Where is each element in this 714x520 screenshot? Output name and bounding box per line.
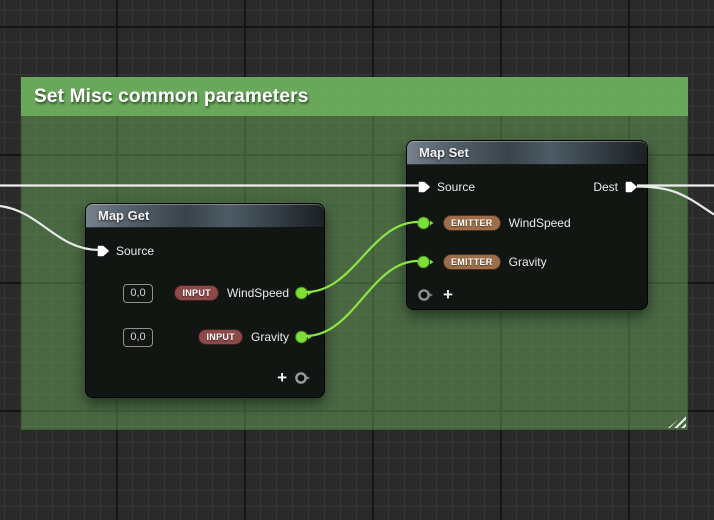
param-pin-icon[interactable]	[295, 286, 312, 300]
map-get-gravity-row: 0,0 INPUT Gravity	[86, 325, 324, 349]
param-pin-icon[interactable]	[417, 216, 434, 230]
comment-title: Set Misc common parameters	[34, 85, 309, 107]
param-pin-label: WindSpeed	[508, 216, 571, 230]
node-map-set-title: Map Set	[419, 145, 469, 160]
exec-pin-icon[interactable]	[624, 180, 638, 194]
param-pin-icon[interactable]	[295, 330, 312, 344]
param-pin-label: WindSpeed	[226, 286, 289, 300]
exec-wire-dest-branch[interactable]	[636, 185, 714, 216]
default-value-input[interactable]: 0,0	[123, 327, 153, 347]
map-get-gravity-group: INPUT Gravity	[198, 329, 312, 345]
exec-pin-icon[interactable]	[417, 180, 431, 194]
map-set-gravity-row: EMITTER Gravity	[407, 250, 647, 274]
param-wire-windspeed[interactable]	[305, 220, 419, 294]
exec-pin-icon[interactable]	[96, 244, 110, 258]
dest-pin-label: Dest	[593, 180, 618, 194]
map-get-windspeed-row: 0,0 INPUT WindSpeed	[86, 281, 324, 305]
map-get-windspeed-group: INPUT WindSpeed	[174, 285, 312, 301]
map-set-windspeed-row: EMITTER WindSpeed	[407, 211, 647, 235]
param-wire-gravity[interactable]	[305, 259, 419, 338]
node-map-set[interactable]: Map Set Source Dest EMITTER WindSpeed EM…	[406, 140, 648, 310]
add-pin-button[interactable]: +	[277, 368, 287, 387]
hidden-pin-icon[interactable]	[294, 371, 311, 385]
input-namespace-badge: INPUT	[198, 329, 243, 345]
emitter-namespace-badge: EMITTER	[443, 215, 501, 231]
node-map-get-title: Map Get	[98, 208, 150, 223]
node-map-set-header[interactable]: Map Set	[407, 141, 647, 165]
map-get-source-row: Source	[86, 239, 324, 263]
add-pin-button[interactable]: +	[443, 285, 453, 304]
input-namespace-badge: INPUT	[174, 285, 219, 301]
emitter-namespace-badge: EMITTER	[443, 254, 501, 270]
hidden-pin-icon[interactable]	[417, 288, 434, 302]
map-get-footer-row: +	[86, 366, 324, 390]
param-pin-label: Gravity	[250, 330, 289, 344]
node-map-get-header[interactable]: Map Get	[86, 204, 324, 228]
default-value-input[interactable]: 0,0	[123, 283, 153, 303]
comment-title-bar[interactable]: Set Misc common parameters	[21, 77, 688, 116]
source-pin-label: Source	[116, 244, 155, 258]
param-pin-icon[interactable]	[417, 255, 434, 269]
exec-wire-into-map-get[interactable]	[0, 204, 100, 252]
param-pin-label: Gravity	[508, 255, 547, 269]
map-set-source-dest-row: Source Dest	[407, 175, 647, 199]
node-map-get[interactable]: Map Get Source 0,0 INPUT WindSpeed 0,0 I…	[85, 203, 325, 398]
map-set-footer-row: +	[407, 283, 647, 307]
source-pin-label: Source	[437, 180, 476, 194]
